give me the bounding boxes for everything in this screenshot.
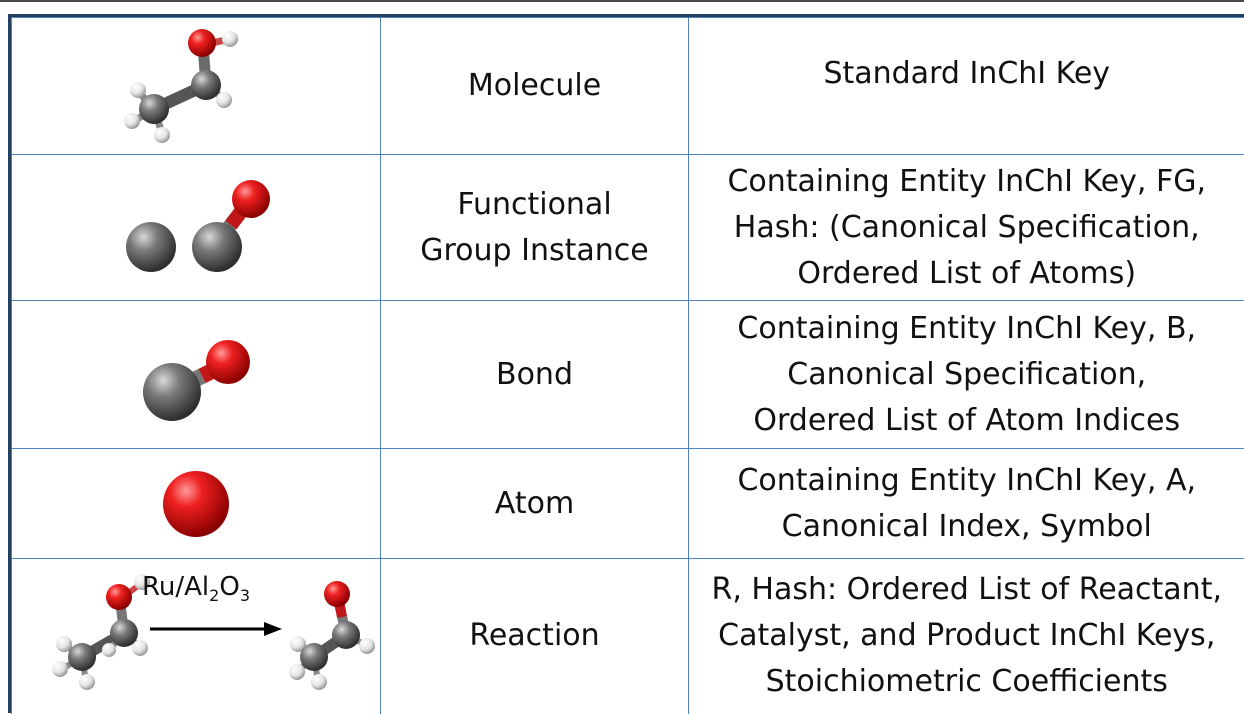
entity-label: Molecule (381, 63, 688, 109)
identifier-line: Hash: (Canonical Specification, (689, 205, 1244, 251)
entity-label-cell: Molecule (381, 18, 689, 155)
identifier-line: Standard InChI Key (689, 51, 1244, 97)
table-row: Bond Containing Entity InChI Key, B, Can… (12, 301, 1244, 449)
identifier-line: Catalyst, and Product InChI Keys, (689, 613, 1244, 659)
table-row: Ru/Al2O3 Reaction R, Hash: Ordered List … (12, 559, 1244, 714)
identifier-cell: Standard InChI Key (689, 18, 1244, 155)
entity-label-cell: Reaction (381, 559, 689, 714)
ethanol-molecule-icon (116, 21, 276, 151)
identifier-line: Ordered List of Atoms) (689, 251, 1244, 297)
entity-label-cell: Functional Group Instance (381, 155, 689, 301)
entity-identifier-table: Molecule Standard InChI Key Functional G… (11, 17, 1244, 714)
entity-label: Reaction (381, 613, 688, 659)
bond-icon (126, 320, 266, 430)
identifier-cell: R, Hash: Ordered List of Reactant, Catal… (689, 559, 1244, 714)
entity-label: Functional (381, 182, 688, 228)
catalyst-label: Ru/Al2O3 (142, 571, 250, 612)
identifier-line: Canonical Index, Symbol (689, 504, 1244, 550)
identifier-line: Ordered List of Atom Indices (689, 398, 1244, 444)
table-row: Molecule Standard InChI Key (12, 18, 1244, 155)
atom-icon (156, 464, 236, 544)
functional-group-icon (111, 173, 281, 283)
identifier-cell: Containing Entity InChI Key, B, Canonica… (689, 301, 1244, 449)
identifier-line: Canonical Specification, (689, 352, 1244, 398)
entity-label: Group Instance (381, 228, 688, 274)
bond-image-cell (12, 301, 381, 449)
table-row: Atom Containing Entity InChI Key, A, Can… (12, 449, 1244, 559)
identifier-line: Containing Entity InChI Key, B, (689, 306, 1244, 352)
table-row: Functional Group Instance Containing Ent… (12, 155, 1244, 301)
functional-group-image-cell (12, 155, 381, 301)
reaction-scheme: Ru/Al2O3 (12, 561, 381, 712)
entity-label-cell: Atom (381, 449, 689, 559)
top-rule (0, 0, 1244, 2)
arrow-head-icon (264, 622, 282, 636)
entity-label: Atom (381, 481, 688, 527)
atom-image-cell (12, 449, 381, 559)
identifier-line: Stoichiometric Coefficients (689, 659, 1244, 705)
entity-label-cell: Bond (381, 301, 689, 449)
ethanol-reactant-icon (52, 574, 150, 690)
identifier-cell: Containing Entity InChI Key, FG, Hash: (… (689, 155, 1244, 301)
acetaldehyde-product-icon (289, 581, 375, 690)
molecule-image-cell (12, 18, 381, 155)
identifier-cell: Containing Entity InChI Key, A, Canonica… (689, 449, 1244, 559)
reaction-image-cell: Ru/Al2O3 (12, 559, 381, 714)
identifier-line: Containing Entity InChI Key, A, (689, 458, 1244, 504)
identifier-line: Containing Entity InChI Key, FG, (689, 159, 1244, 205)
identifier-line: R, Hash: Ordered List of Reactant, (689, 567, 1244, 613)
entity-label: Bond (381, 352, 688, 398)
